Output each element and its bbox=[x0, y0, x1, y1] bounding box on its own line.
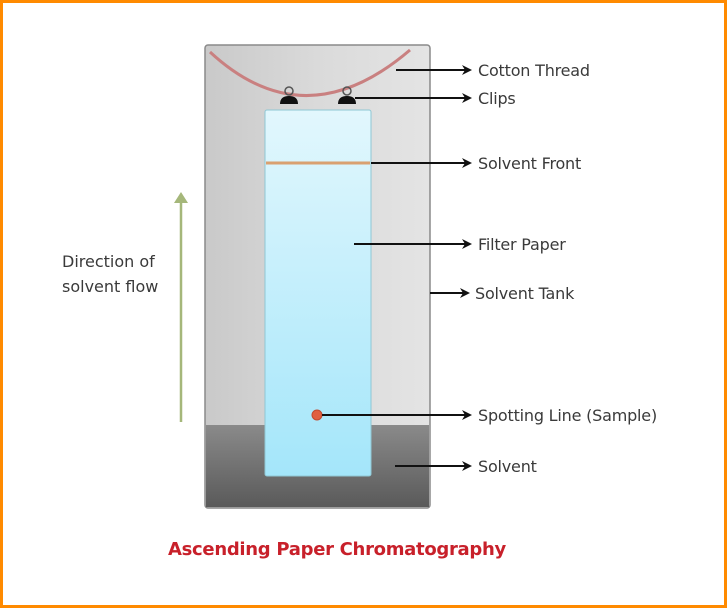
label-spotting-line: Spotting Line (Sample) bbox=[478, 406, 657, 425]
cotton-thread bbox=[208, 48, 411, 97]
diagram-title: Ascending Paper Chromatography bbox=[168, 539, 506, 560]
label-clips: Clips bbox=[478, 89, 516, 108]
clip-icon bbox=[280, 86, 298, 104]
flow-direction-arrow bbox=[174, 192, 188, 422]
label-solvent-front: Solvent Front bbox=[478, 154, 582, 173]
label-filter-paper: Filter Paper bbox=[478, 235, 566, 254]
sample-spot bbox=[311, 409, 323, 421]
flow-label-line2: solvent flow bbox=[62, 277, 159, 296]
flow-label-line1: Direction of bbox=[62, 252, 155, 271]
label-solvent-tank: Solvent Tank bbox=[475, 284, 575, 303]
label-cotton-thread: Cotton Thread bbox=[478, 61, 590, 80]
label-solvent: Solvent bbox=[478, 457, 537, 476]
filter-paper bbox=[264, 109, 372, 477]
clip-icon bbox=[338, 86, 356, 104]
flow-direction-label: Direction of solvent flow bbox=[62, 249, 158, 299]
